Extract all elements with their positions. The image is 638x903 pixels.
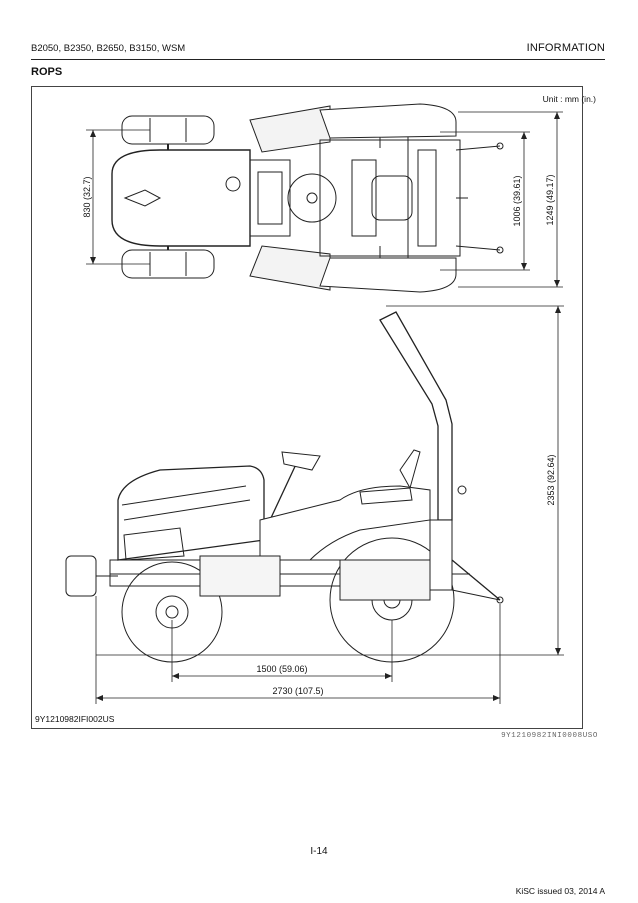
issued-note: KiSC issued 03, 2014 A — [515, 886, 605, 896]
figure-frame — [31, 86, 583, 729]
dim-overall-width: 1249 (49.17) — [545, 174, 555, 225]
dim-tread-width: 830 (32.7) — [82, 176, 92, 217]
top-view-dimensions — [86, 111, 563, 288]
page-number: I-14 — [310, 846, 328, 857]
figure-code: 9Y1210982IFI002US — [35, 714, 115, 724]
dim-overall-length: 2730 (107.5) — [272, 686, 323, 696]
dim-overall-height: 2353 (92.64) — [546, 454, 556, 505]
header-rule — [31, 59, 605, 60]
section-title: ROPS — [31, 66, 63, 78]
header-models: B2050, B2350, B2650, B3150, WSM — [31, 43, 186, 54]
side-view-dimensions — [95, 305, 564, 704]
dim-rops-width: 1006 (39.61) — [512, 175, 522, 226]
top-view — [111, 103, 504, 293]
reference-code: 9Y1210982INI0008USO — [501, 732, 598, 740]
side-view — [65, 311, 504, 663]
dim-wheelbase: 1500 (59.06) — [256, 664, 307, 674]
unit-note: Unit : mm (in.) — [542, 94, 596, 104]
header-section: INFORMATION — [526, 42, 605, 54]
